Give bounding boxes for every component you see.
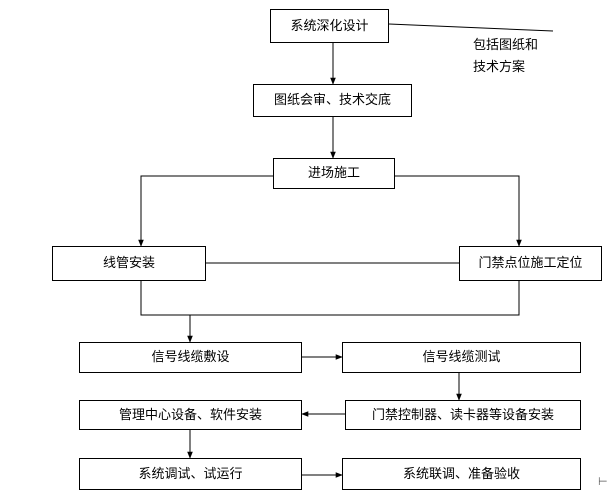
step-conduit-install: 线管安装 (52, 246, 206, 281)
note-leader-line (388, 23, 554, 32)
step-cable-testing: 信号线缆测试 (342, 342, 581, 373)
step-controller-install-label: 门禁控制器、读卡器等设备安装 (371, 407, 554, 423)
merge-line (140, 281, 520, 316)
design-note-line-1: 包括图纸和 (473, 38, 539, 53)
design-note: 包括图纸和 技术方案 (473, 35, 538, 79)
design-note-line-2: 技术方案 (473, 60, 526, 75)
arrow-enter-site-to-door-location (395, 175, 522, 247)
step-enter-site-label: 进场施工 (307, 166, 360, 181)
step-system-design: 系统深化设计 (270, 9, 389, 43)
step-system-debug-label: 系统调试、试运行 (138, 466, 243, 482)
step-conduit-install-label: 线管安装 (102, 256, 155, 271)
step-system-design-label: 系统深化设计 (290, 18, 369, 34)
step-drawing-review: 图纸会审、技术交底 (253, 84, 412, 117)
step-system-debug: 系统调试、试运行 (79, 458, 302, 490)
arrow-enter-site-to-conduit (138, 175, 273, 247)
step-drawing-review-label: 图纸会审、技术交底 (273, 93, 391, 108)
step-joint-acceptance: 系统联调、准备验收 (342, 458, 581, 490)
step-cable-laying: 信号线缆敷设 (79, 342, 302, 373)
step-center-install: 管理中心设备、软件安装 (79, 400, 302, 430)
step-cable-laying-label: 信号线缆敷设 (151, 350, 230, 365)
step-center-install-label: 管理中心设备、软件安装 (118, 407, 262, 423)
step-door-location-label: 门禁点位施工定位 (478, 256, 583, 271)
step-enter-site: 进场施工 (273, 158, 395, 189)
step-controller-install: 门禁控制器、读卡器等设备安装 (345, 400, 581, 430)
edge-mark-icon: ⊢ (598, 475, 608, 488)
step-cable-testing-label: 信号线缆测试 (422, 350, 501, 365)
step-door-location: 门禁点位施工定位 (459, 246, 602, 281)
step-joint-acceptance-label: 系统联调、准备验收 (402, 466, 520, 482)
